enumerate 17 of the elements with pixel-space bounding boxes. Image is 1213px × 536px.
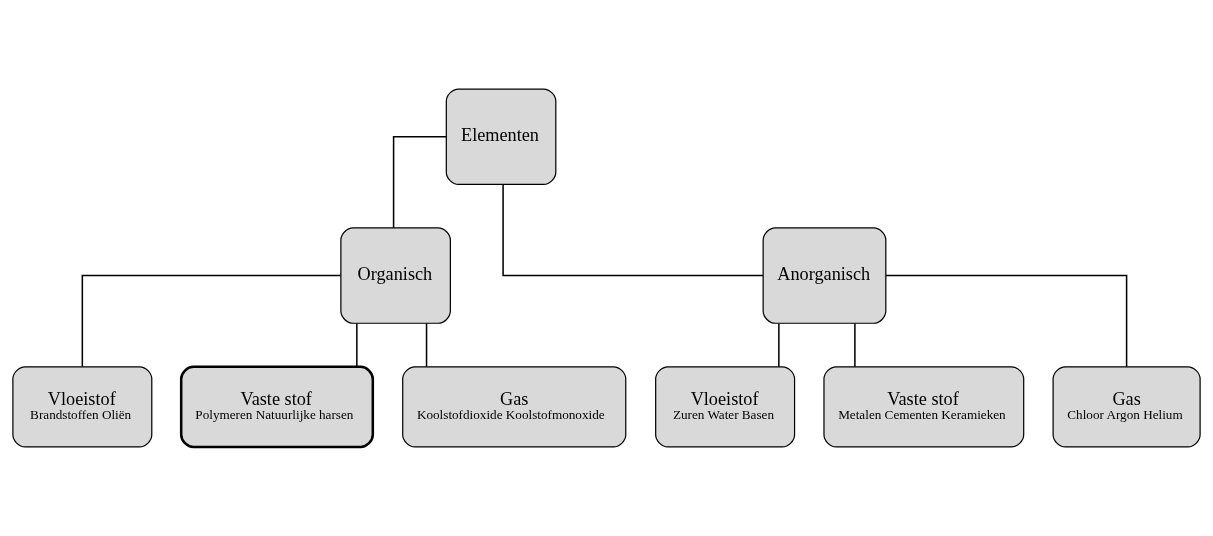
node-box: Vloeistof Brandstoffen Oliën [12,366,153,448]
node-box: Vloeistof Zuren Water Basen [655,366,796,448]
node-box: Organisch [340,227,451,324]
connector [885,274,1128,368]
connector [81,274,342,368]
node-box: Vaste stof Polymeren Natuurlijke harsen [179,365,375,449]
connector [502,183,764,277]
connector [356,322,358,368]
connector [854,322,856,368]
connector [425,322,428,368]
node-box: Vaste stof Metalen Cementen Keramieken [823,366,1025,448]
connector [778,322,780,368]
node-box: Gas Koolstofdioxide Koolstofmonoxide [402,366,627,448]
node-box: Anorganisch [762,227,887,324]
node-box: Gas Chloor Argon Helium [1052,366,1201,448]
node-box: Elementen [445,88,557,185]
connector [392,135,447,229]
